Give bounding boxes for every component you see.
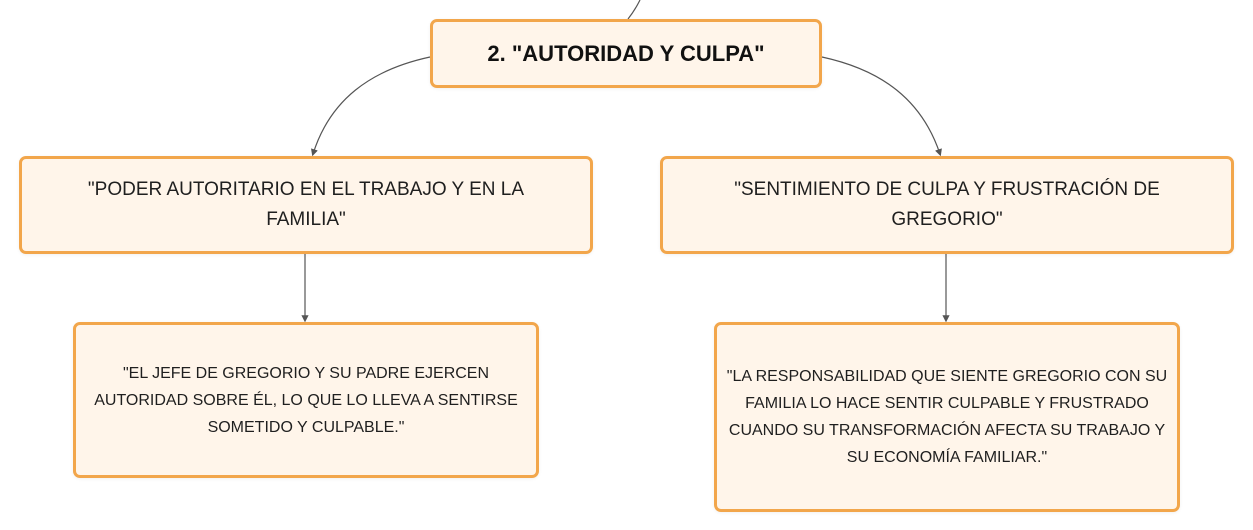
leaf-node-label: "EL JEFE DE GREGORIO Y SU PADRE EJERCEN … <box>94 364 518 436</box>
leaf-node-family-responsibility[interactable]: "LA RESPONSABILIDAD QUE SIENTE GREGORIO … <box>714 322 1180 512</box>
connector-root-to-left-branch <box>311 56 431 157</box>
branch-node-authoritarian-power[interactable]: "PODER AUTORITARIO EN EL TRABAJO Y EN LA… <box>19 156 593 254</box>
root-node[interactable]: 2. "AUTORIDAD Y CULPA" <box>430 19 822 88</box>
branch-node-label: "PODER AUTORITARIO EN EL TRABAJO Y EN LA… <box>87 179 525 230</box>
leaf-node-boss-and-father[interactable]: "EL JEFE DE GREGORIO Y SU PADRE EJERCEN … <box>73 322 539 478</box>
connector-root-to-right-branch <box>821 56 942 157</box>
leaf-node-label: "LA RESPONSABILIDAD QUE SIENTE GREGORIO … <box>726 368 1168 466</box>
branch-node-guilt-frustration[interactable]: "SENTIMIENTO DE CULPA Y FRUSTRACIÓN DE G… <box>660 156 1234 254</box>
root-node-label: 2. "AUTORIDAD Y CULPA" <box>487 40 765 66</box>
connector-incoming-root <box>627 0 641 20</box>
branch-node-label: "SENTIMIENTO DE CULPA Y FRUSTRACIÓN DE G… <box>734 179 1160 230</box>
